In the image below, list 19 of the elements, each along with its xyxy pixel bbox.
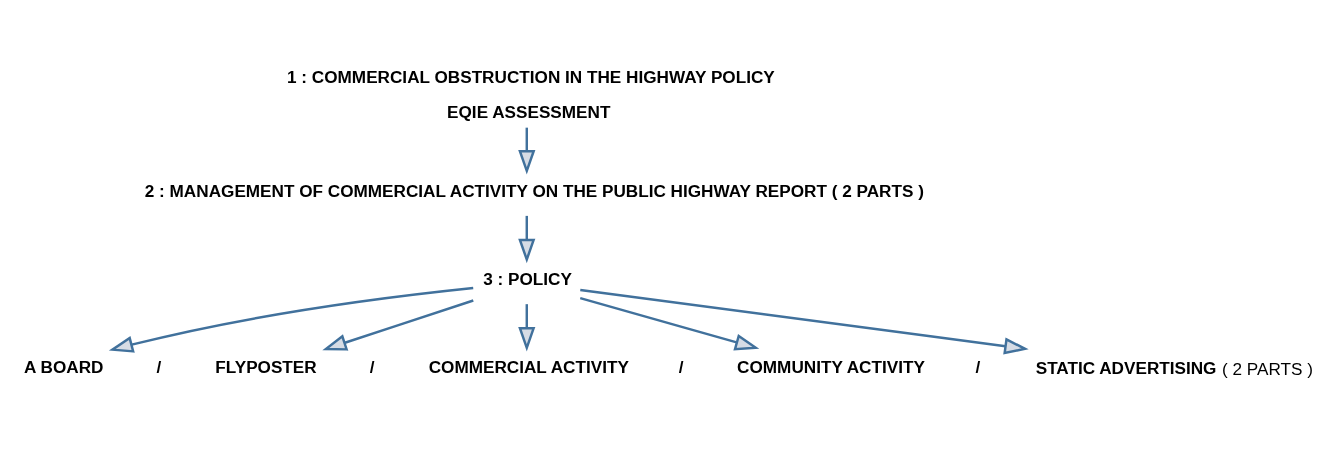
label: / [975, 356, 981, 377]
node-text: STATIC ADVERTISING ( 2 PARTS ) [1035, 357, 1313, 379]
node-text: 2 : MANAGEMENT OF COMMERCIAL ACTIVITY ON THE PUBLIC HIGHWAY REPORT ( 2 PARTS ) [144, 180, 924, 201]
node-text: 3 : POLICY [483, 268, 572, 289]
arrow [108, 286, 474, 353]
arrow [322, 298, 474, 351]
node-text: COMMUNITY ACTIVITY [737, 356, 925, 377]
label: / [678, 356, 684, 377]
arrow [579, 296, 760, 350]
label: / [156, 356, 162, 377]
arrow [518, 303, 536, 352]
node-text: COMMERCIAL ACTIVITY [428, 356, 629, 377]
arrow [518, 215, 536, 263]
node-text: FLYPOSTER [215, 356, 317, 377]
label: / [369, 356, 375, 377]
node-text: A BOARD [24, 356, 104, 377]
arrow [580, 288, 1029, 355]
node-text: 1 : COMMERCIAL OBSTRUCTION IN THE HIGHWAY POLICY EQIE ASSESSMENT [287, 66, 775, 122]
arrow [518, 127, 536, 175]
